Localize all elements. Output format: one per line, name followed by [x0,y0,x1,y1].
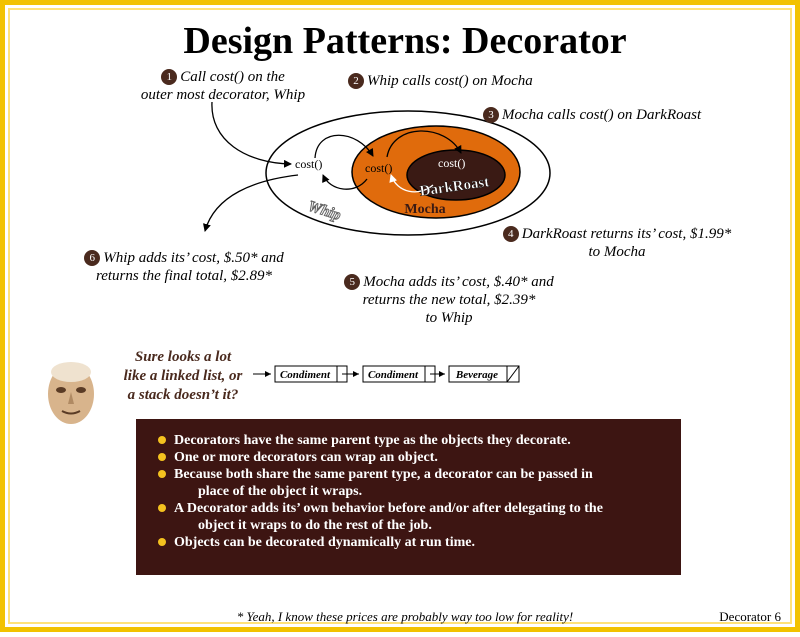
summary-box: Decorators have the same parent type as … [136,419,681,575]
whip-cost-label: cost() [295,157,322,171]
step-5-line2: returns the new total, $2.39* [362,292,536,308]
darkroast-cost-label: cost() [438,156,465,170]
step-1-line2: outer most decorator, Whip [140,87,306,103]
question-line2: like a linked list, or [123,368,243,384]
slide-title: Design Patterns: Decorator [183,20,627,62]
step-1-number: 1 [161,69,178,85]
decorator-diagram: cost() cost() cost() DarkRoast Mocha Whi… [203,101,551,236]
face-illustration [48,362,94,424]
chain-node-beverage: Beverage [448,365,520,383]
arrow-darkroast-to-mocha [389,174,434,193]
footnote: * Yeah, I know these prices are probably… [236,609,574,624]
summary-item-1: Decorators have the same parent type as … [158,432,671,449]
arrow-whip-to-mocha [314,134,374,159]
chain-node-condiment-1: Condiment [274,365,348,383]
bullet-icon [158,470,166,478]
slide-number: Decorator 6 [719,609,781,624]
step-3-line1: Mocha calls cost() on DarkRoast [502,107,702,123]
step-4-number: 4 [502,226,519,242]
bullet-icon [158,453,166,461]
arrow-mocha-to-whip [322,174,368,190]
chain-node-condiment-2: Condiment [362,365,436,383]
question-line3: a stack doesn’t it? [127,387,239,403]
step-5-line1: Mocha adds its’ cost, $.40* and [363,274,554,290]
step-6-line2: returns the final total, $2.89* [95,268,273,284]
step-6-number: 6 [84,250,101,266]
chain-node-1-label: Condiment [280,369,331,381]
step-2-number: 2 [348,73,364,89]
step-5-line3: to Whip [425,310,473,326]
linked-list-question: Sure looks a lot like a linked list, or … [103,348,263,405]
bullet-icon [158,504,166,512]
chain-node-3-label: Beverage [455,369,498,381]
step-4-line2: to Mocha [588,244,646,260]
summary-list: Decorators have the same parent type as … [158,432,671,551]
step-2-line1: Whip calls cost() on Mocha [367,73,533,89]
step-6-line1: Whip adds its’ cost, $.50* and [103,250,284,266]
linked-list-chain: Condiment Condiment Beverage [253,365,520,383]
step-1-line1: Call cost() on the [180,69,285,85]
summary-item-4: A Decorator adds its’ own behavior befor… [158,500,671,534]
step-3-number: 3 [483,107,499,123]
summary-item-5: Objects can be decorated dynamically at … [158,534,671,551]
summary-item-3: Because both share the same parent type,… [158,466,671,500]
chain-node-2-label: Condiment [368,369,419,381]
mocha-name: Mocha [404,202,445,217]
step-4-line1: DarkRoast returns its’ cost, $1.99* [521,226,732,242]
arrow-whip-return [203,174,299,232]
arrow-call-whip [211,101,292,168]
arrow-mocha-to-darkroast [386,130,462,158]
step-5-number: 5 [344,274,361,290]
bullet-icon [158,538,166,546]
question-line1: Sure looks a lot [134,349,232,365]
summary-item-2: One or more decorators can wrap an objec… [158,449,671,466]
bullet-icon [158,436,166,444]
mocha-cost-label: cost() [365,161,392,175]
